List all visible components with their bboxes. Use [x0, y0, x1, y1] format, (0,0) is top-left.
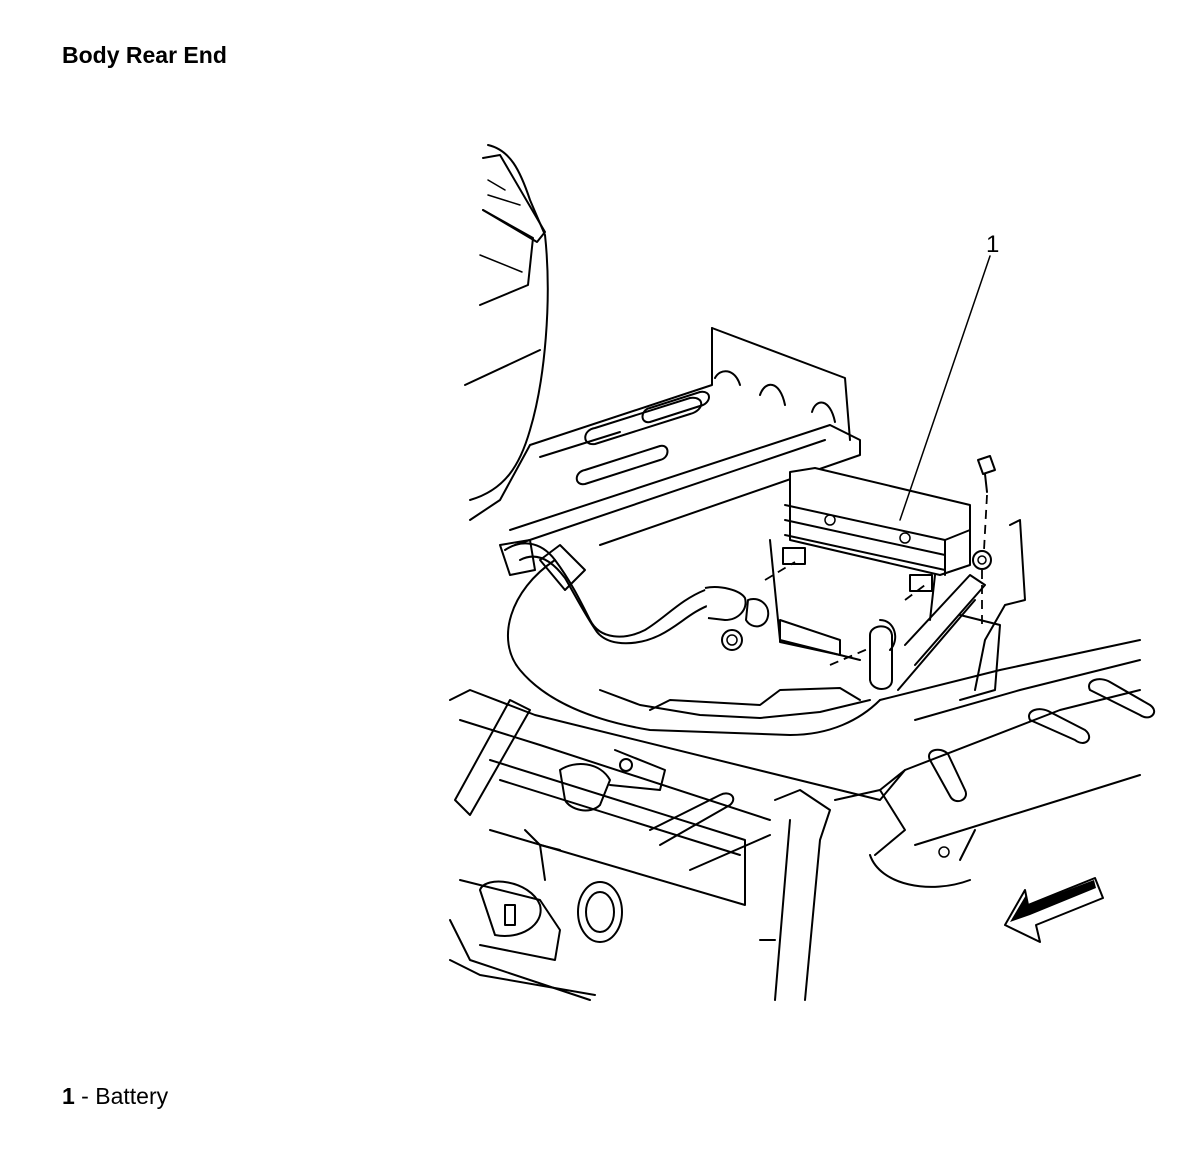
rear-quarter-panel: [464, 144, 549, 501]
right-side-bracket: [959, 519, 1026, 701]
hold-down-bolt: [972, 455, 996, 625]
page-title: Body Rear End: [62, 42, 227, 68]
lower-body-structure: [449, 689, 906, 1001]
battery-cable-harness: [499, 424, 861, 651]
legend-item: 1 - Battery: [62, 1083, 168, 1110]
hold-down-bracket: [829, 574, 986, 691]
direction-arrow-icon: [1004, 877, 1104, 943]
legend-label: Battery: [95, 1083, 169, 1109]
callout-1: 1: [899, 231, 999, 521]
spare-tire-well: [506, 559, 881, 736]
legend-separator: -: [74, 1083, 96, 1109]
battery: [764, 467, 971, 661]
rear-floor-panel: [469, 327, 851, 521]
callout-number: 1: [986, 231, 999, 258]
rear-rail: [869, 639, 1156, 888]
legend-number: 1: [62, 1083, 75, 1109]
